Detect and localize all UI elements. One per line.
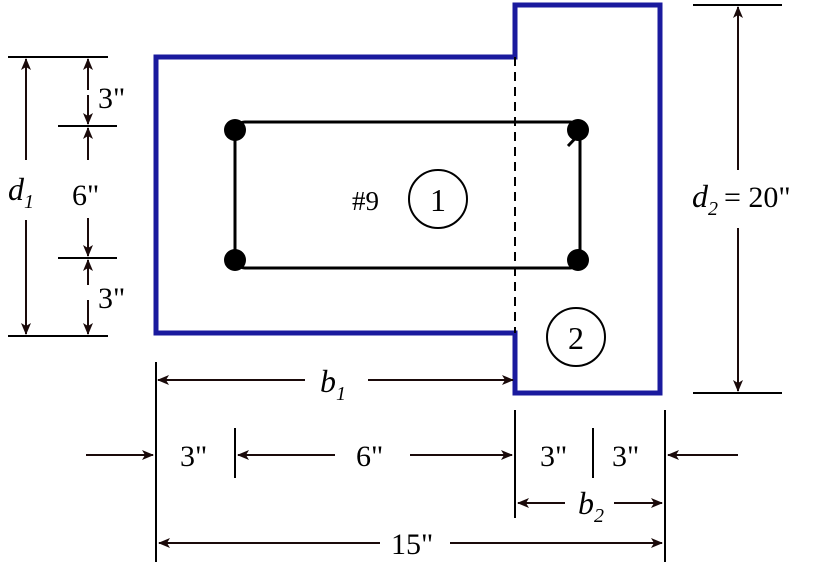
left-dimension-extensions xyxy=(8,56,117,337)
d2-extensions xyxy=(693,4,782,394)
d2-label: d2= 20" xyxy=(692,178,791,220)
dim-left-bottom-label: 3" xyxy=(98,282,125,315)
bottom-extensions xyxy=(155,362,666,562)
dim-bottom-d-label: 3" xyxy=(612,440,639,473)
rebar-top-right xyxy=(567,119,589,141)
region-1-label: 1 xyxy=(430,182,446,218)
dim-left-mid-label: 6" xyxy=(72,179,99,212)
d1-label: d1 xyxy=(8,171,34,213)
dim-left-top-label: 3" xyxy=(98,82,125,115)
region-2-marker xyxy=(546,307,606,367)
dim-total-label: 15" xyxy=(391,528,433,561)
dim-bottom-c-label: 3" xyxy=(540,440,567,473)
dim-bottom-a-label: 3" xyxy=(180,440,207,473)
rebar-bottom-right xyxy=(567,249,589,271)
section-outline xyxy=(153,2,663,396)
stirrup xyxy=(233,120,582,270)
b1-label: b1 xyxy=(320,363,346,405)
rebar-top-left xyxy=(224,119,246,141)
bar-size-label: #9 xyxy=(352,186,379,216)
b2-label: b2 xyxy=(578,485,604,527)
rebar-bottom-left xyxy=(224,249,246,271)
dim-bottom-b-label: 6" xyxy=(356,440,383,473)
region-2-label: 2 xyxy=(568,320,584,356)
region-1-marker xyxy=(408,169,468,229)
